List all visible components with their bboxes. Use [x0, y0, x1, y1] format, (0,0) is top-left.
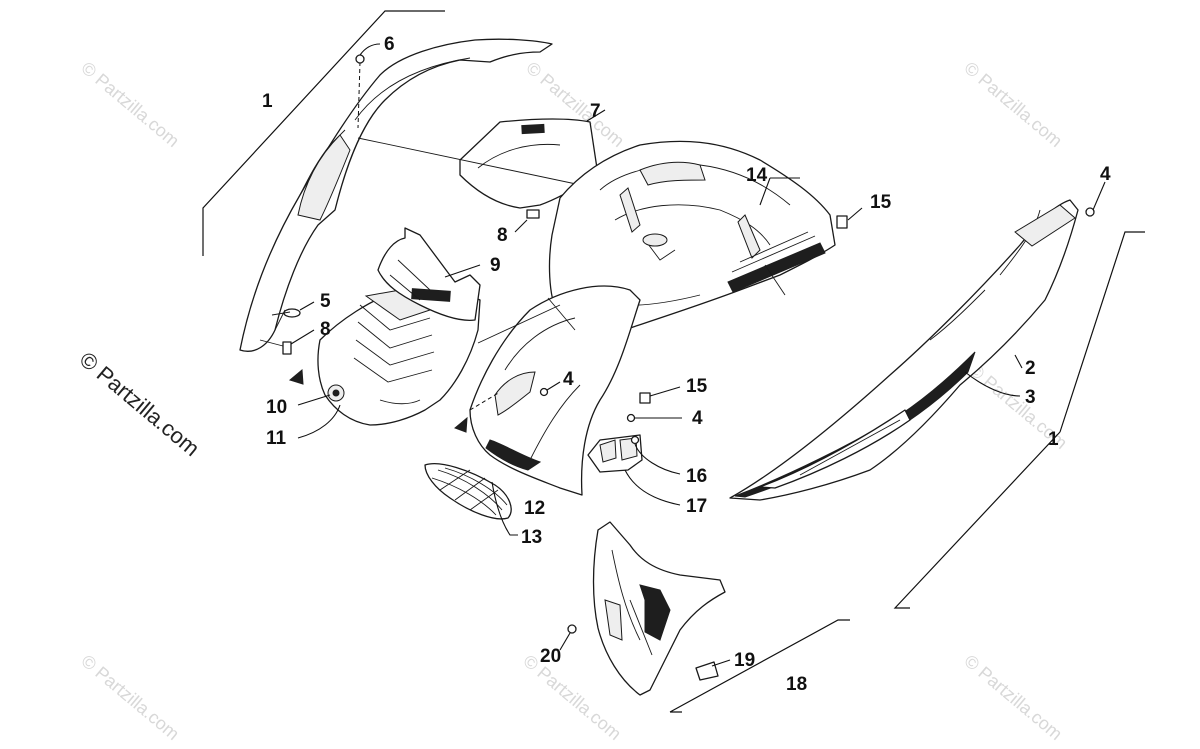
mesh-screen — [424, 463, 512, 520]
guide-12 — [469, 391, 501, 411]
watermark-top-left: © Partzilla.com — [77, 58, 183, 151]
leader-8-left — [290, 329, 315, 345]
leader-9 — [444, 264, 481, 278]
callout-18: 18 — [786, 674, 807, 695]
clip-8-left — [282, 341, 292, 355]
callout-14: 14 — [746, 165, 768, 186]
bracket-17 — [587, 434, 643, 473]
callout-13: 13 — [521, 527, 542, 548]
screw-16 — [630, 435, 640, 445]
leader-15-mid — [649, 386, 681, 397]
leader-4-center — [546, 381, 561, 391]
line-9-to-body — [477, 304, 561, 344]
line-14-to-body — [764, 264, 786, 296]
leader-8-top — [514, 219, 528, 233]
leader-13 — [491, 481, 518, 536]
arrow-marker-10 — [288, 368, 304, 385]
line-8-left — [259, 339, 284, 347]
callout-8-left: 8 — [320, 319, 331, 340]
callout-11: 11 — [266, 428, 287, 449]
callout-12: 12 — [524, 498, 545, 519]
leader-11 — [297, 404, 341, 439]
callout-1-right: 1 — [1048, 429, 1059, 450]
callout-4-lower: 4 — [692, 408, 703, 429]
callout-3: 3 — [1025, 387, 1036, 408]
leader-5 — [299, 301, 315, 311]
leader-2 — [1014, 354, 1023, 369]
callout-9: 9 — [490, 255, 501, 276]
clip-8-top — [526, 209, 540, 219]
leader-19 — [711, 659, 731, 667]
screw-4-right — [1085, 207, 1095, 217]
leader-14a — [759, 177, 771, 206]
callout-20: 20 — [540, 646, 561, 667]
callout-labels: 1 1 2 3 4 4 4 5 6 7 8 8 9 10 11 12 13 14… — [262, 34, 1111, 695]
leader-3 — [964, 371, 1021, 397]
bracket-1-left — [202, 10, 445, 256]
callout-4-right: 4 — [1100, 164, 1111, 185]
callout-7: 7 — [590, 101, 601, 122]
leader-15a — [847, 207, 863, 221]
watermark-top-right: © Partzilla.com — [960, 58, 1066, 151]
leader-16 — [634, 443, 681, 475]
callout-4-center: 4 — [563, 369, 574, 390]
leader-7 — [586, 109, 606, 122]
arrow-marker-12 — [454, 416, 468, 433]
callout-17: 17 — [686, 496, 707, 517]
screw-4-center — [539, 387, 549, 397]
hood-panel-left — [239, 38, 553, 352]
callout-1-left: 1 — [262, 91, 273, 112]
watermark-bottom-left: © Partzilla.com — [77, 651, 183, 744]
clip-15-mid — [639, 392, 651, 404]
watermark-bottom-right: © Partzilla.com — [960, 651, 1066, 744]
watermark-bottom-center: © Partzilla.com — [519, 651, 625, 744]
screw-20 — [567, 624, 577, 634]
callout-2: 2 — [1025, 358, 1036, 379]
leader-4-right — [1092, 181, 1106, 211]
clip-15-top — [836, 215, 848, 229]
nose-body — [469, 285, 641, 496]
leader-6 — [359, 43, 381, 56]
dash-1-to-7 — [357, 137, 596, 189]
bracket-1-right — [893, 231, 1145, 609]
screw-4-lower — [626, 413, 636, 423]
leader-17 — [624, 469, 681, 506]
callout-15-top: 15 — [870, 192, 892, 213]
callout-16: 16 — [686, 466, 707, 487]
callout-15-mid: 15 — [686, 376, 708, 397]
callout-10: 10 — [266, 397, 287, 418]
callout-19: 19 — [734, 650, 755, 671]
callout-8-top: 8 — [497, 225, 508, 246]
upper-grille — [377, 227, 481, 321]
callout-6: 6 — [384, 34, 395, 55]
lower-skid — [592, 521, 726, 696]
hood-center-body — [548, 140, 836, 331]
callout-5: 5 — [320, 291, 331, 312]
leader-10 — [297, 394, 331, 406]
screw-6 — [355, 54, 365, 64]
line-5 — [271, 311, 291, 316]
bracket-18 — [669, 619, 850, 713]
watermark-main: © Partzilla.com — [75, 347, 205, 461]
side-panel-right — [729, 199, 1079, 501]
leader-20 — [559, 632, 571, 651]
plate-19 — [695, 661, 719, 681]
